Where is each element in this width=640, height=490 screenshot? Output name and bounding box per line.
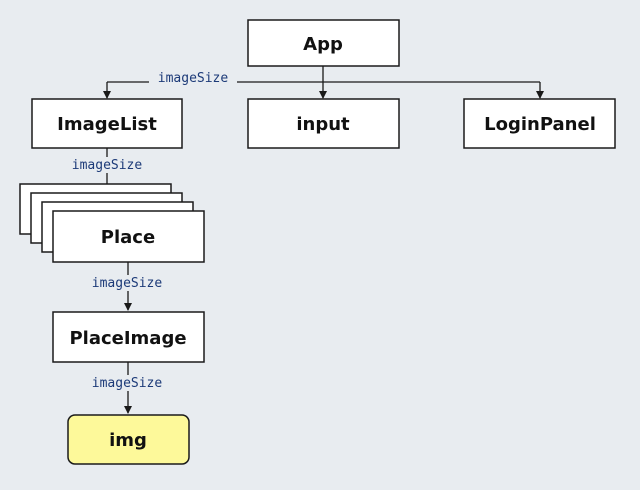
node-placeimage-label: PlaceImage	[69, 328, 186, 349]
node-img: img	[67, 414, 190, 465]
node-app: App	[247, 19, 400, 67]
node-imagelist-label: ImageList	[57, 114, 157, 135]
edge-label-imagelist-place: imageSize	[72, 158, 143, 173]
node-img-label: img	[109, 430, 147, 451]
edge-label-imagelist-place-group: imageSize	[63, 157, 151, 173]
edge-label-app-imagelist-group: imageSize	[149, 70, 237, 86]
node-placeimage: PlaceImage	[52, 311, 205, 363]
node-place	[52, 210, 205, 263]
edge-label-app-imagelist: imageSize	[158, 71, 229, 86]
node-input-label: input	[296, 114, 350, 135]
node-app-label: App	[303, 34, 343, 55]
node-loginpanel-label: LoginPanel	[484, 114, 596, 135]
edge-label-placeimage-img-group: imageSize	[82, 375, 172, 391]
edge-label-placeimage-img: imageSize	[92, 376, 163, 391]
edge-label-place-placeimage-group: imageSize	[82, 275, 172, 291]
node-place-label: Place	[101, 227, 155, 248]
node-place-stack: Place	[19, 183, 205, 263]
node-imagelist: ImageList	[31, 98, 183, 149]
node-loginpanel: LoginPanel	[463, 98, 616, 149]
edge-label-place-placeimage: imageSize	[92, 276, 163, 291]
node-input: input	[247, 98, 400, 149]
